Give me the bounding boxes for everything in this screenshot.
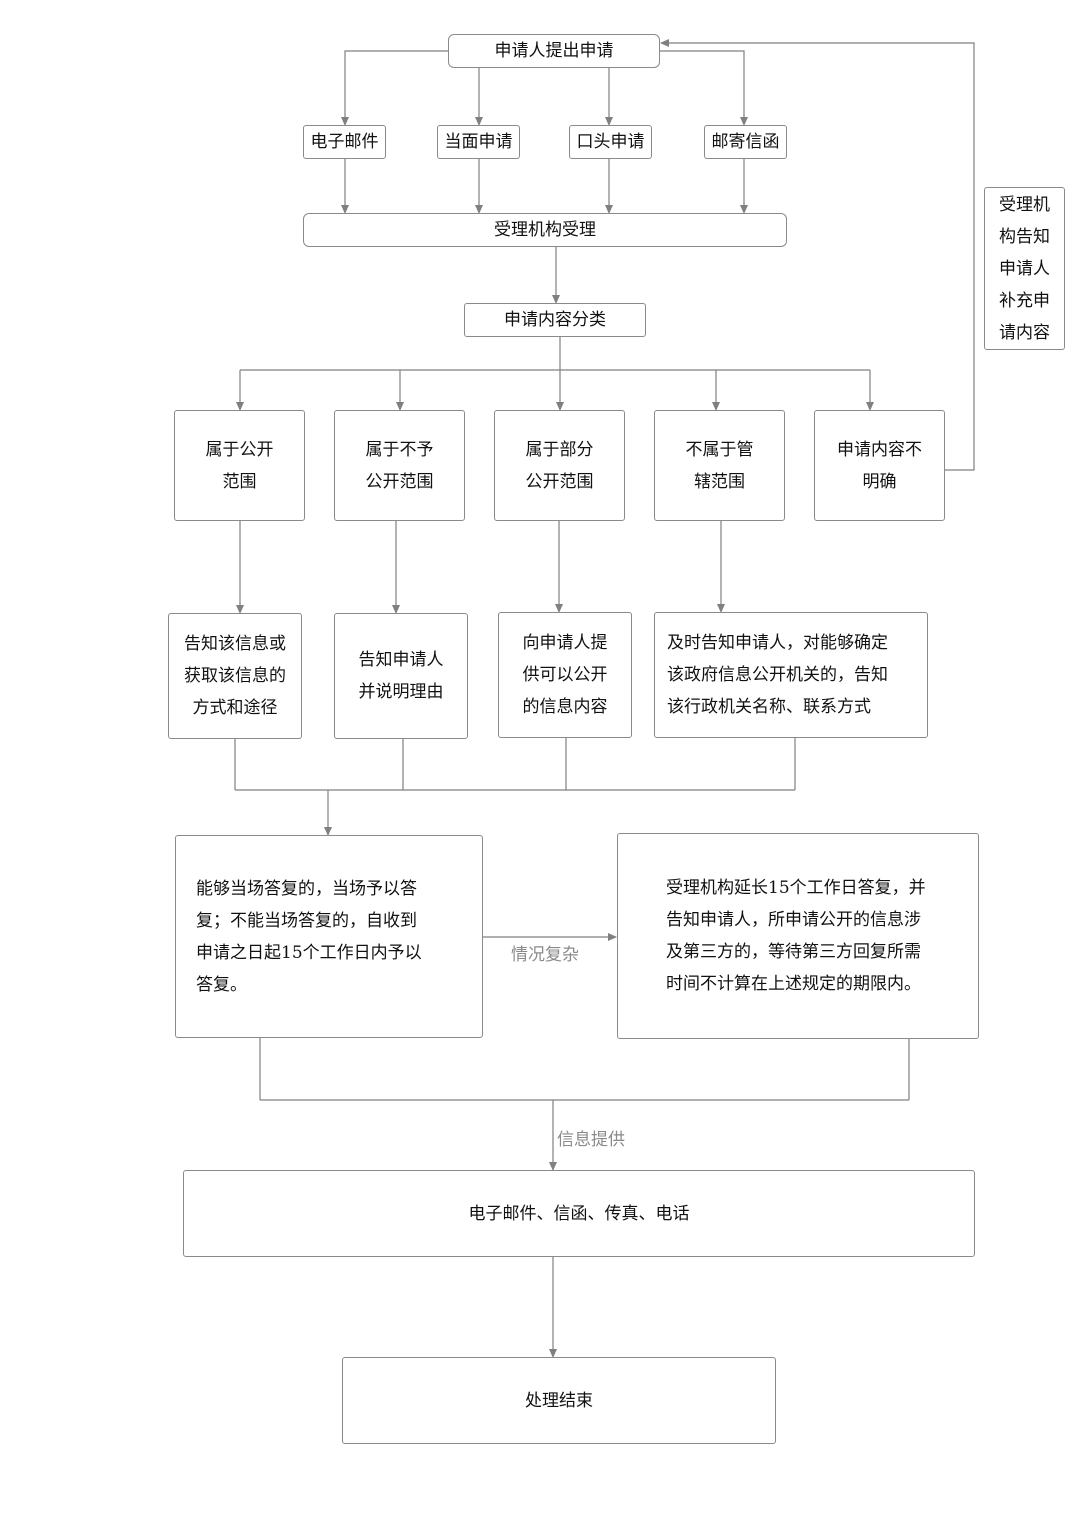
channel-oral: 口头申请 bbox=[569, 125, 652, 159]
category-partial-public: 属于部分 公开范围 bbox=[494, 410, 625, 521]
classify-node: 申请内容分类 bbox=[464, 303, 646, 337]
category-public-text: 属于公开 范围 bbox=[205, 439, 274, 492]
action-inform-method: 告知该信息或 获取该信息的 方式和途径 bbox=[168, 613, 302, 739]
category-out-of-scope: 不属于管 辖范围 bbox=[654, 410, 785, 521]
channel-in-person: 当面申请 bbox=[437, 125, 520, 159]
action-provide-content-text: 向申请人提 供可以公开 的信息内容 bbox=[522, 633, 608, 717]
complex-situation-label: 情况复杂 bbox=[511, 945, 579, 965]
reply-extended: 受理机构延长15个工作日答复，并 告知申请人，所申请公开的信息涉 及第三方的，等… bbox=[617, 833, 979, 1039]
methods-node: 电子邮件、信函、传真、电话 bbox=[183, 1170, 975, 1257]
end-text: 处理结束 bbox=[525, 1390, 593, 1411]
classify-text: 申请内容分类 bbox=[504, 310, 606, 330]
start-text: 申请人提出申请 bbox=[494, 41, 614, 61]
category-out-of-scope-text: 不属于管 辖范围 bbox=[685, 439, 754, 492]
supplement-text: 受理机 构告知 申请人 补充申 请内容 bbox=[999, 194, 1050, 343]
channel-in-person-text: 当面申请 bbox=[444, 132, 513, 152]
channel-mail-text: 邮寄信函 bbox=[711, 132, 780, 152]
reply-normal-text: 能够当场答复的，当场予以答 复；不能当场答复的，自收到 申请之日起15个工作日内… bbox=[196, 878, 422, 995]
channel-email-text: 电子邮件 bbox=[310, 132, 379, 152]
line-start-to-email bbox=[341, 50, 449, 126]
line-start-to-mail bbox=[659, 50, 748, 126]
end-node: 处理结束 bbox=[342, 1357, 776, 1444]
methods-text: 电子邮件、信函、传真、电话 bbox=[468, 1203, 690, 1224]
info-provide-label: 信息提供 bbox=[557, 1130, 625, 1150]
supplement-node: 受理机 构告知 申请人 补充申 请内容 bbox=[984, 187, 1065, 350]
accept-text: 受理机构受理 bbox=[494, 220, 596, 240]
channel-oral-text: 口头申请 bbox=[576, 132, 645, 152]
category-public: 属于公开 范围 bbox=[174, 410, 305, 521]
action-provide-content: 向申请人提 供可以公开 的信息内容 bbox=[498, 612, 632, 738]
channel-mail: 邮寄信函 bbox=[704, 125, 787, 159]
category-unclear-text: 申请内容不 明确 bbox=[837, 439, 922, 492]
category-not-public-text: 属于不予 公开范围 bbox=[365, 439, 434, 492]
action-refer-agency-text: 及时告知申请人，对能够确定 该政府信息公开机关的，告知 该行政机关名称、联系方式 bbox=[667, 633, 888, 717]
category-unclear: 申请内容不 明确 bbox=[814, 410, 945, 521]
action-inform-method-text: 告知该信息或 获取该信息的 方式和途径 bbox=[184, 634, 286, 718]
accept-node: 受理机构受理 bbox=[303, 213, 787, 247]
reply-normal: 能够当场答复的，当场予以答 复；不能当场答复的，自收到 申请之日起15个工作日内… bbox=[175, 835, 483, 1038]
start-node: 申请人提出申请 bbox=[448, 34, 660, 68]
line-feedback-loop bbox=[660, 39, 975, 471]
category-not-public: 属于不予 公开范围 bbox=[334, 410, 465, 521]
channel-email: 电子邮件 bbox=[303, 125, 386, 159]
reply-extended-text: 受理机构延长15个工作日答复，并 告知申请人，所申请公开的信息涉 及第三方的，等… bbox=[666, 878, 926, 994]
action-explain-reason-text: 告知申请人 并说明理由 bbox=[358, 650, 444, 702]
category-partial-public-text: 属于部分 公开范围 bbox=[525, 439, 594, 492]
action-refer-agency: 及时告知申请人，对能够确定 该政府信息公开机关的，告知 该行政机关名称、联系方式 bbox=[654, 612, 928, 738]
action-explain-reason: 告知申请人 并说明理由 bbox=[334, 613, 468, 739]
